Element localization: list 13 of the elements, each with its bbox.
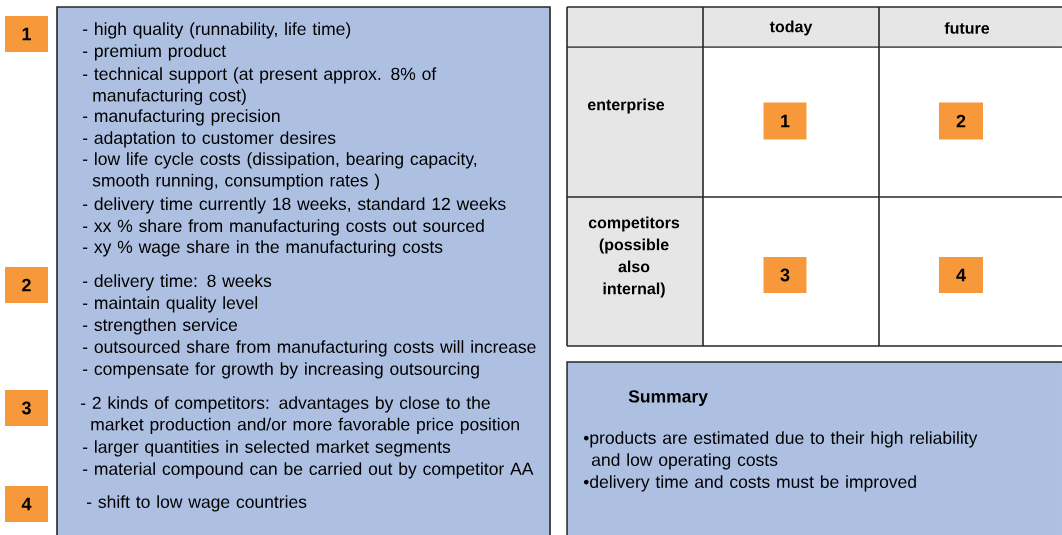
number-badge: 2 <box>5 267 48 303</box>
number-badge: 1 <box>5 16 48 52</box>
number-badge: 4 <box>5 486 48 522</box>
number-badge: 2 <box>939 102 983 140</box>
number-badge: 3 <box>763 257 807 293</box>
table-header-cell: competitors (possible also internal) <box>567 197 703 346</box>
number-badge: 3 <box>5 390 48 426</box>
summary-panel: Summary •products are estimated due to their high reliability and low operating costs •delivery time and costs must be improved <box>566 361 1062 535</box>
number-badge: 4 <box>939 257 983 293</box>
text-panel: - high quality (runnability, life time) - premium product - technical support (at present approx. 8% of manufacturing cost) - manufacturing precision - adaptation to customer desires - low life cycle costs (dissipation, bearing capacity, smooth running, consumption rates ) - delivery time currently 18 weeks, standard 12 weeks - xx % share from manufacturing costs out sourced - xy % wage share in the manufacturing costs - delivery time: 8 weeks - maintain quality level - strengthen service - outsourced share from manufacturing costs will increase - compensate for growth by increasing outsourcing - 2 kinds of competitors: advantages by close to the market production and/or more favorable price position - larger quantities in selected market segments - material compound can be carried out by competitor AA - shift to low wage countries <box>56 6 551 535</box>
table-header-cell: future <box>879 7 1062 47</box>
table-header-cell: today <box>703 7 879 47</box>
number-badge: 1 <box>763 102 807 140</box>
